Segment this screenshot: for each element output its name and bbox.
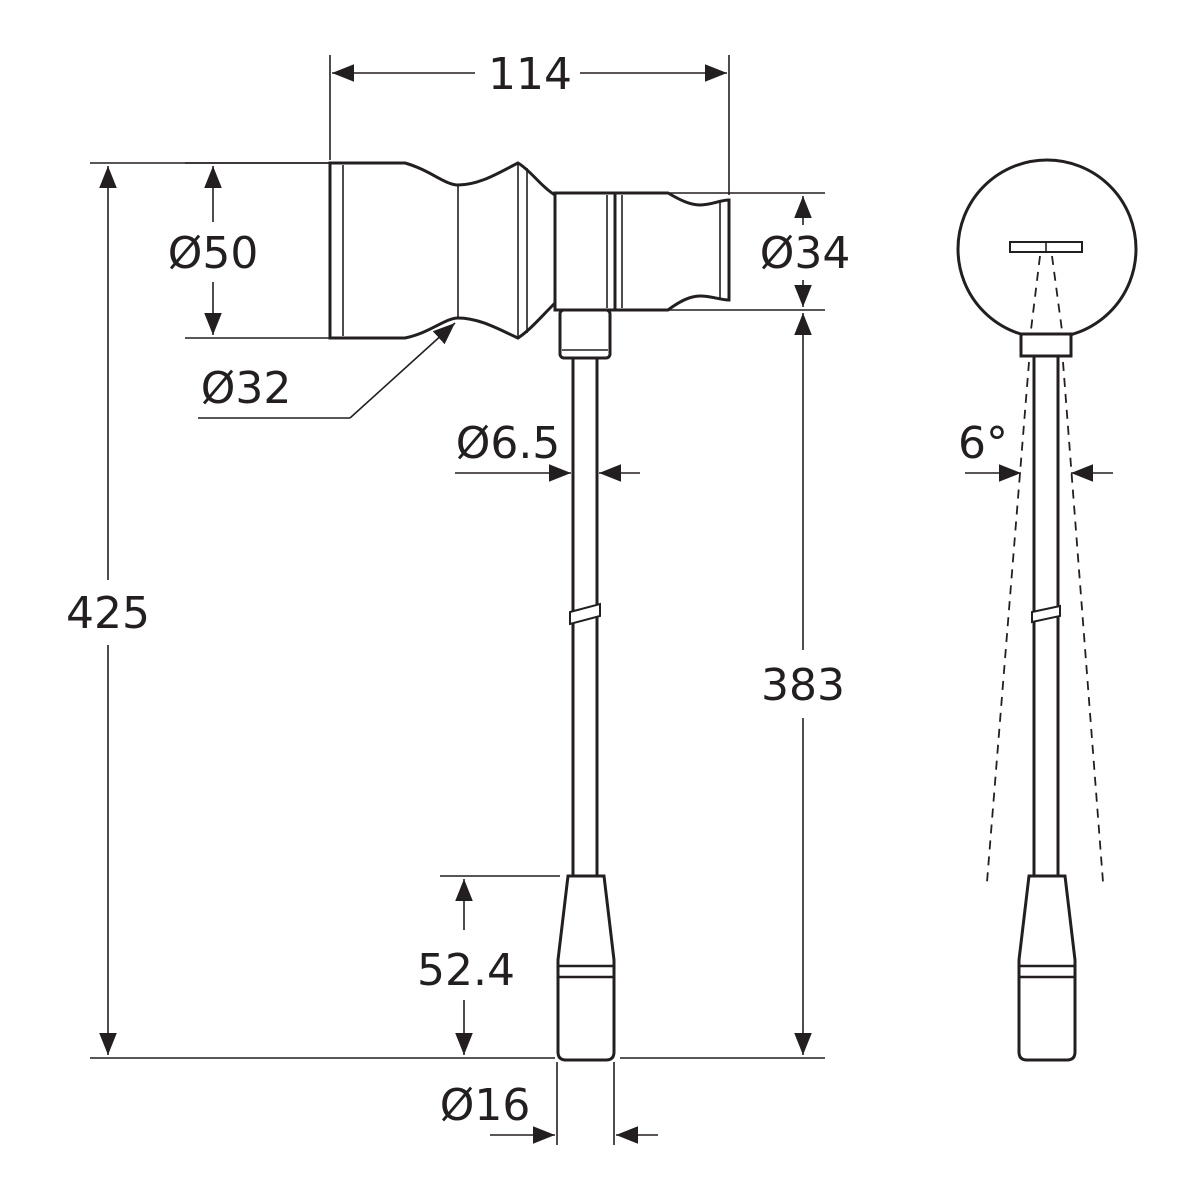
front-view: 6°: [956, 158, 1138, 1062]
dim-114-label: 114: [488, 49, 572, 100]
reading-head: [556, 874, 616, 1062]
arm-break-mark: [569, 602, 601, 626]
dim-52-4-label: 52.4: [417, 945, 515, 996]
dim-50: Ø50: [168, 162, 330, 339]
dim-34: Ø34: [668, 192, 851, 311]
front-collar: [1019, 332, 1073, 358]
wall-base-body: [328, 161, 557, 340]
dim-16-label: Ø16: [440, 1080, 531, 1131]
end-cap: [613, 191, 731, 312]
dim-32-label: Ø32: [201, 363, 292, 414]
dim-114: 114: [329, 49, 730, 195]
beam-right: [1062, 361, 1104, 883]
dim-34-label: Ø34: [760, 228, 851, 279]
dim-6-5: Ø6.5: [455, 418, 640, 482]
dim-16: Ø16: [440, 1062, 658, 1145]
front-reading-head: [1017, 874, 1077, 1062]
beam-small-right: [1051, 255, 1064, 339]
dim-52-4: 52.4: [417, 875, 560, 1055]
dim-425-label: 425: [66, 588, 150, 639]
swivel-block: [553, 191, 617, 312]
dim-6-5-label: Ø6.5: [456, 418, 561, 469]
beam-small-left: [1029, 255, 1041, 339]
dim-6-deg: 6°: [958, 418, 1113, 482]
dim-6-deg-label: 6°: [958, 418, 1008, 469]
beam-left: [986, 361, 1030, 883]
dim-383: 383: [620, 313, 845, 1059]
front-arm-break: [1031, 604, 1061, 624]
dim-425: 425: [66, 162, 555, 1059]
side-view: 114 Ø50 Ø32 Ø34 Ø6.5: [66, 49, 850, 1145]
dim-50-label: Ø50: [168, 228, 259, 279]
dim-32: Ø32: [198, 322, 456, 419]
dim-383-label: 383: [761, 660, 845, 711]
